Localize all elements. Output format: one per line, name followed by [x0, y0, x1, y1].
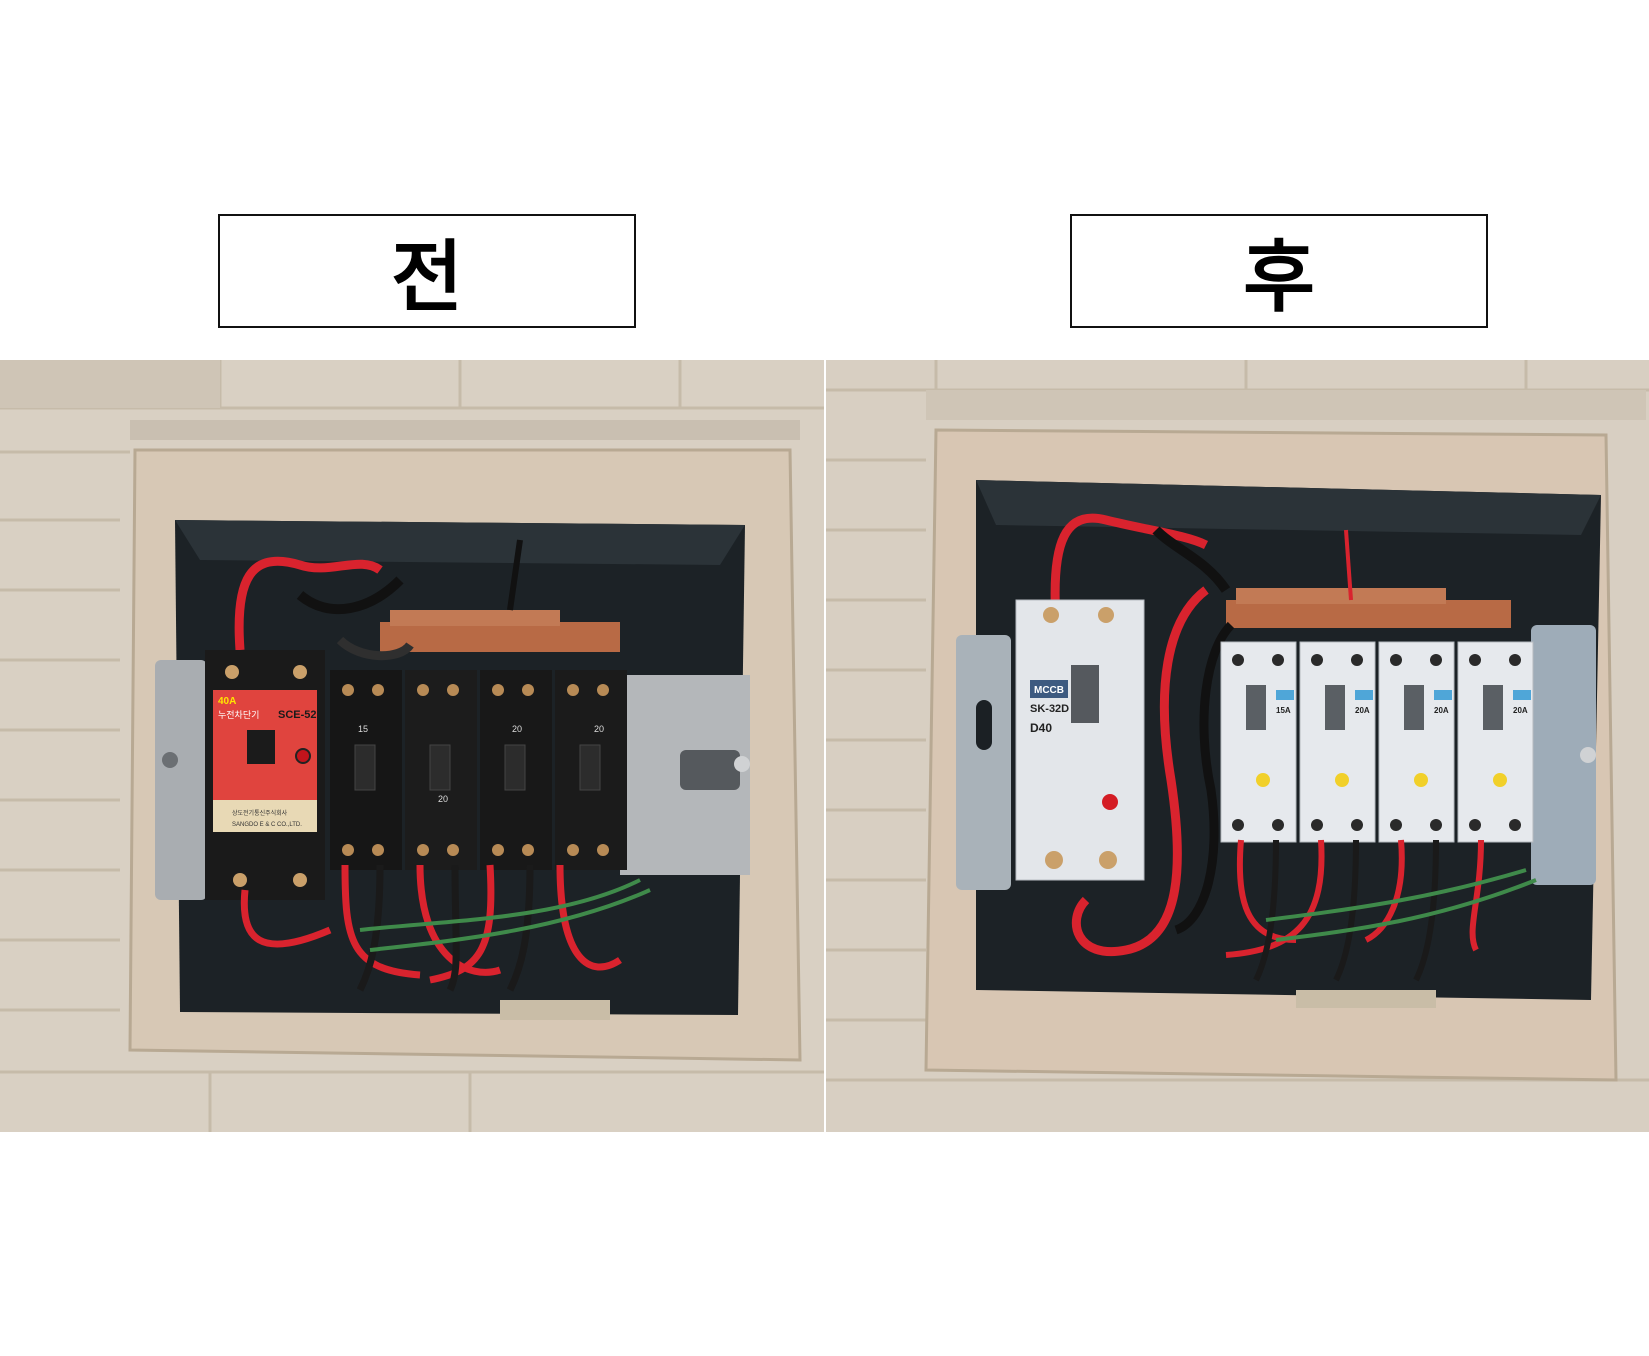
rating-badge: [1513, 690, 1531, 700]
rating-badge: [1276, 690, 1294, 700]
main-mccb: [1015, 599, 1145, 881]
after-label: 후: [1070, 214, 1488, 328]
before-panel-illustration: 40A 누전차단기 SCE-52 상도전기통신주식회사 SANGDO E & C…: [0, 360, 824, 1132]
branch-toggle: [579, 744, 601, 791]
box-inner-wall: [976, 480, 1601, 535]
busbar: [380, 622, 620, 652]
box-inner-wall: [175, 520, 745, 565]
bottom-wires: [1225, 839, 1537, 982]
red-wire: [1072, 586, 1209, 957]
branch-rating: 20: [594, 724, 604, 734]
terminal-screw-icon: [1098, 607, 1114, 623]
terminal-screw-icon: [233, 873, 247, 887]
mccb-test-button: [1102, 794, 1118, 810]
branch-toggle: [429, 744, 451, 791]
before-photo: 40A 누전차단기 SCE-52 상도전기통신주식회사 SANGDO E & C…: [0, 360, 824, 1132]
test-button: [295, 748, 311, 764]
terminal-screw-icon: [293, 873, 307, 887]
branch-toggle: [1483, 685, 1503, 730]
branch-rating: 20A: [1434, 706, 1449, 715]
branch-breaker-group: 15 20 20 20: [330, 670, 627, 870]
terminal-screw-icon: [1043, 607, 1059, 623]
branch-rating: 20A: [1355, 706, 1370, 715]
main-breaker-model: SCE-52: [278, 709, 317, 721]
branch-rating: 20A: [1513, 706, 1528, 715]
branch-toggle: [1404, 685, 1424, 730]
test-button: [1256, 773, 1270, 787]
red-wire: [234, 556, 383, 651]
rating-badge: [1355, 690, 1373, 700]
after-panel-illustration: MCCB SK-32D D40 15A 20A 20A 20A: [826, 360, 1649, 1132]
wall-ledge: [926, 390, 1646, 420]
branch-terminal-screws: [342, 684, 609, 856]
black-wire: [1152, 526, 1231, 593]
right-rail: [1531, 625, 1596, 885]
busbar: [390, 610, 560, 626]
screw-icon: [162, 752, 178, 768]
screw-icon: [1580, 747, 1596, 763]
rating-badge: [1434, 690, 1452, 700]
red-wire: [1050, 513, 1209, 621]
branch-toggle: [1246, 685, 1266, 730]
before-label: 전: [218, 214, 636, 328]
after-photo: MCCB SK-32D D40 15A 20A 20A 20A: [826, 360, 1649, 1132]
black-wire: [296, 576, 404, 615]
left-rail: [155, 660, 207, 900]
main-breaker-name: 누전차단기: [218, 709, 259, 721]
mccb-model: SK-32D: [1030, 703, 1069, 715]
terminal-screw-icon: [293, 665, 307, 679]
wall-brick: [0, 360, 220, 408]
branch-terminal-holes: [1232, 654, 1521, 831]
branch-breaker: [1378, 641, 1455, 843]
branch-rating: 15A: [1276, 706, 1291, 715]
black-wire: [336, 636, 414, 661]
busbar: [1226, 600, 1511, 628]
branch-rating: 15: [358, 724, 368, 734]
terminal-screw-icon: [225, 665, 239, 679]
frame-debris: [1296, 990, 1436, 1008]
frame-debris: [500, 1000, 610, 1020]
mount-bracket: [680, 750, 740, 790]
busbar: [1236, 588, 1446, 604]
left-rail: [956, 635, 1011, 890]
wall-ledge: [130, 420, 800, 440]
test-button: [1335, 773, 1349, 787]
branch-toggle: [504, 744, 526, 791]
main-breaker-maker-en: SANGDO E & C CO.,LTD.: [232, 822, 302, 828]
test-button: [1414, 773, 1428, 787]
terminal-screw-icon: [1099, 851, 1117, 869]
mccb-tag: [1030, 680, 1068, 698]
terminal-screw-icon: [1045, 851, 1063, 869]
maker-strip: [213, 800, 317, 832]
branch-toggle: [1325, 685, 1345, 730]
test-button: [1493, 773, 1507, 787]
screw-icon: [734, 756, 750, 772]
branch-breaker: [1299, 641, 1376, 843]
bottom-wires: [240, 864, 651, 992]
mccb-rating: D40: [1030, 721, 1052, 735]
branch-rating: 20: [512, 724, 522, 734]
main-breaker-rating: 40A: [218, 696, 236, 707]
branch-breaker: [1457, 641, 1534, 843]
main-breaker-maker: 상도전기통신주식회사: [232, 809, 288, 817]
mccb-tag-text: MCCB: [1034, 685, 1064, 696]
branch-breaker-group: 15A 20A 20A 20A: [1220, 641, 1534, 843]
black-wire: [1174, 621, 1235, 935]
branch-rating: 20: [438, 794, 448, 804]
black-wire: [507, 539, 523, 611]
branch-toggle: [354, 744, 376, 791]
mccb-toggle: [1071, 665, 1099, 723]
rail-slot: [976, 700, 992, 750]
red-wire: [1344, 529, 1353, 601]
branch-breaker: [1220, 641, 1297, 843]
main-breaker-toggle: [247, 730, 275, 764]
